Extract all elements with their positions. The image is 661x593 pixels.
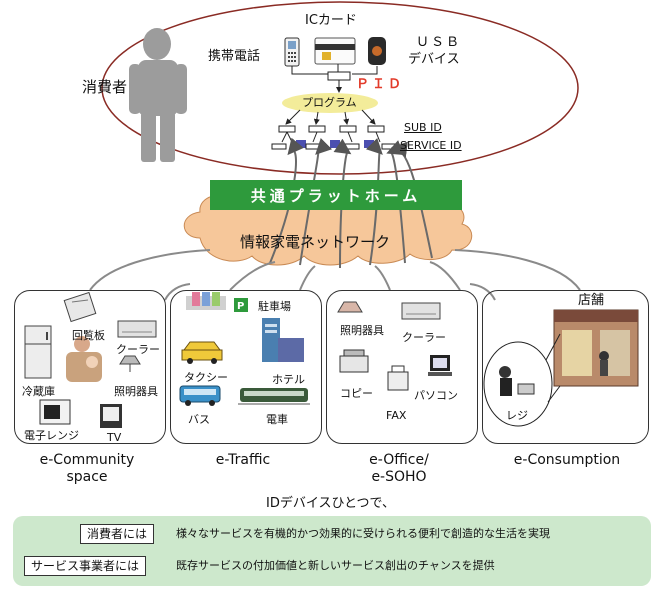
community-title-line2: space bbox=[66, 469, 108, 485]
microwave-icon bbox=[39, 399, 71, 425]
panel-consumption bbox=[482, 290, 649, 444]
usb-device-icon bbox=[368, 37, 386, 65]
pid-chip-icon bbox=[327, 71, 351, 81]
consumption-title-line1: e-Consumption bbox=[513, 452, 621, 468]
tv-icon bbox=[100, 404, 122, 428]
hotel-label: ホテル bbox=[272, 373, 305, 386]
office-cooler-label: クーラー bbox=[402, 331, 446, 344]
network-label: 情報家電ネットワーク bbox=[240, 233, 391, 251]
register-label: レジ bbox=[506, 409, 528, 422]
store-icon bbox=[553, 309, 639, 387]
microwave-label: 電子レンジ bbox=[24, 429, 79, 442]
train-label: 電車 bbox=[266, 413, 288, 426]
community-title-line1: e-Community bbox=[39, 452, 135, 468]
bus-label: バス bbox=[188, 413, 210, 426]
service-id-label: SERVICE ID bbox=[400, 139, 462, 152]
office-title-line1: e-Office/ bbox=[369, 452, 429, 468]
train-icon bbox=[238, 388, 310, 405]
summary-row-1-label: 消費者には bbox=[80, 524, 155, 544]
copy-label: コピー bbox=[340, 387, 373, 400]
panel-link-arcs bbox=[89, 249, 581, 301]
cooler-icon bbox=[117, 320, 157, 338]
platform-label: 共通プラットホーム bbox=[210, 180, 462, 210]
taxi-icon bbox=[181, 341, 223, 364]
program-ellipse bbox=[282, 93, 378, 113]
mobile-phone-icon bbox=[284, 37, 300, 67]
consumer-person-icon bbox=[129, 28, 187, 162]
svg-text:P: P bbox=[237, 301, 244, 312]
pc-label: パソコン bbox=[414, 389, 458, 402]
community-illustrations bbox=[24, 291, 157, 428]
usb-device-label-1: ＵＳＢ bbox=[416, 35, 462, 50]
refrigerator-label: 冷蔵庫 bbox=[22, 385, 55, 398]
community-title: e-Community space bbox=[22, 452, 152, 486]
mobile-phone-label: 携帯電話 bbox=[208, 49, 261, 64]
hotel-icon bbox=[262, 318, 304, 362]
parking-icon: P bbox=[186, 292, 248, 312]
office-illustrations bbox=[337, 301, 452, 391]
family-icon bbox=[66, 336, 102, 382]
program-branches bbox=[285, 109, 376, 125]
pc-icon bbox=[428, 355, 452, 376]
kairanban-icon bbox=[63, 291, 97, 323]
register-bubble bbox=[483, 333, 561, 427]
summary-row-2-text: 既存サービスの付加価値と新しいサービス創出のチャンスを提供 bbox=[176, 559, 495, 572]
community-lighting-label: 照明器具 bbox=[114, 385, 158, 398]
parking-label: 駐車場 bbox=[258, 300, 291, 313]
sub-id-label: SUB ID bbox=[404, 121, 442, 134]
consumption-illustrations bbox=[483, 309, 639, 427]
ic-card-icon bbox=[314, 37, 356, 65]
kairanban-label: 回覧板 bbox=[72, 329, 105, 342]
ic-card-label: ICカード bbox=[305, 13, 357, 28]
usb-device-label-2: デバイス bbox=[408, 52, 460, 67]
tv-label: TV bbox=[107, 431, 122, 444]
community-cooler-label: クーラー bbox=[116, 343, 160, 356]
office-cooler-icon bbox=[401, 302, 441, 320]
traffic-title: e-Traffic bbox=[178, 452, 308, 469]
office-title-line2: e-SOHO bbox=[371, 469, 427, 485]
traffic-illustrations: P bbox=[179, 292, 310, 406]
pid-label: ＰＩＤ bbox=[356, 77, 405, 92]
panel-office bbox=[326, 290, 478, 444]
program-label: プログラム bbox=[302, 96, 357, 109]
consumer-label: 消費者 bbox=[82, 78, 128, 96]
consumer-ellipse bbox=[101, 1, 579, 175]
phone-to-pid-line bbox=[291, 66, 340, 75]
consumption-title: e-Consumption bbox=[492, 452, 642, 469]
office-title: e-Office/ e-SOHO bbox=[334, 452, 464, 486]
refrigerator-icon bbox=[24, 325, 52, 379]
summary-row-2-label: サービス事業者には bbox=[24, 556, 147, 576]
store-label: 店舗 bbox=[578, 293, 605, 308]
fax-icon bbox=[387, 365, 409, 391]
panel-traffic bbox=[170, 290, 322, 444]
traffic-title-line1: e-Traffic bbox=[215, 452, 271, 468]
summary-row-1-text: 様々なサービスを有機的かつ効果的に受けられる便利で創造的な生活を実現 bbox=[176, 527, 550, 540]
office-lighting-label: 照明器具 bbox=[340, 324, 384, 337]
lighting-icon bbox=[119, 355, 141, 372]
fax-label: FAX bbox=[386, 409, 407, 422]
summary-heading: IDデバイスひとつで、 bbox=[266, 496, 396, 511]
usb-to-pid-line bbox=[352, 66, 378, 75]
panel-community bbox=[14, 290, 166, 444]
service-id-chips bbox=[271, 140, 397, 150]
bus-icon bbox=[179, 385, 221, 406]
sub-id-chips bbox=[278, 125, 385, 133]
taxi-label: タクシー bbox=[184, 371, 228, 384]
office-lighting-icon bbox=[337, 301, 363, 313]
copier-icon bbox=[339, 349, 369, 373]
